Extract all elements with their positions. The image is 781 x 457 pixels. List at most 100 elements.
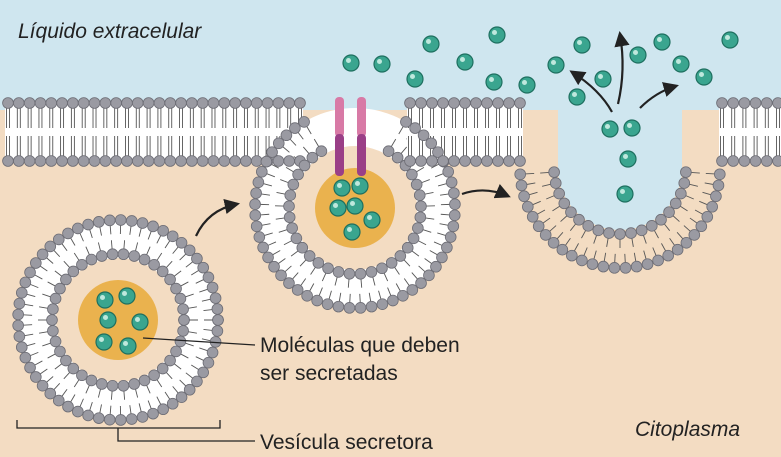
lipid-tail — [525, 173, 534, 174]
lipid-tail — [625, 254, 626, 263]
fused-vesicle-open-lumen — [558, 100, 682, 230]
molecule-highlight — [122, 291, 127, 296]
fused-lipid-head-outer — [557, 244, 568, 255]
docked-lipid-head-inner — [297, 242, 308, 253]
lipid-head-outer — [219, 98, 230, 109]
vesicle-lipid-head-inner — [50, 336, 61, 347]
molecule-highlight — [623, 154, 628, 159]
docked-lipid-head-outer — [450, 199, 461, 210]
lipid-head-outer — [3, 98, 14, 109]
docked-lipid-head-inner — [395, 251, 406, 262]
vesicle-lipid-head-inner — [178, 325, 189, 336]
lipid-head-inner — [493, 156, 504, 167]
lipid-head-inner — [482, 156, 493, 167]
label-molecules-line2: ser secretadas — [260, 362, 398, 385]
molecule — [654, 34, 670, 50]
fused-lipid-head-outer — [653, 255, 664, 266]
molecule-highlight — [699, 72, 704, 77]
fused-lipid-head-outer — [681, 237, 692, 248]
fused-lipid-head-outer — [515, 169, 526, 180]
fused-lipid-head-outer — [714, 169, 725, 180]
lipid-head-outer — [67, 98, 78, 109]
docked-lipid-head-outer — [254, 232, 265, 243]
lipid-head-inner — [471, 156, 482, 167]
vesicle-lipid-head-outer — [83, 410, 94, 421]
vesicle-lipid-head-inner — [178, 304, 189, 315]
vesicle-lipid-head-outer — [14, 298, 25, 309]
molecule-highlight — [426, 39, 431, 44]
docked-lipid-head-outer — [250, 199, 261, 210]
lipid-head-inner — [67, 156, 78, 167]
docked-lipid-head-inner — [377, 263, 388, 274]
molecule-highlight — [355, 181, 360, 186]
lipid-head-outer — [460, 98, 471, 109]
fused-lipid-head-outer — [540, 230, 551, 241]
lipid-head-inner — [750, 156, 761, 167]
molecule-highlight — [676, 59, 681, 64]
lipid-head-outer — [154, 98, 165, 109]
molecule — [595, 71, 611, 87]
vesicle-lipid-head-outer — [63, 401, 74, 412]
lipid-head-outer — [262, 98, 273, 109]
fused-lipid-head-outer — [689, 230, 700, 241]
lipid-head-inner — [176, 156, 187, 167]
extracellular-fluid-region — [0, 0, 781, 110]
molecule — [548, 57, 564, 73]
vesicle-lipid-head-outer — [63, 228, 74, 239]
lipid-head-outer — [515, 98, 526, 109]
lipid-head-inner — [427, 156, 438, 167]
fused-lipid-head-inner — [583, 220, 594, 231]
lipid-head-inner — [230, 156, 241, 167]
lipid-head-inner — [132, 156, 143, 167]
molecule-highlight — [605, 124, 610, 129]
docked-lipid-head-outer — [292, 285, 303, 296]
vesicle-lipid-head-outer — [25, 267, 36, 278]
lipid-head-outer — [416, 98, 427, 109]
molecule — [330, 200, 346, 216]
vesicle-lipid-head-outer — [137, 412, 148, 423]
lipid-head-inner — [89, 156, 100, 167]
molecule-highlight — [346, 58, 351, 63]
fused-lipid-head-outer — [533, 221, 544, 232]
fused-lipid-head-outer — [522, 201, 533, 212]
docked-lipid-head-inner — [344, 268, 355, 279]
fused-lipid-head-outer — [663, 250, 674, 261]
docked-lipid-head-outer — [267, 147, 278, 158]
molecule — [119, 288, 135, 304]
vesicle-lipid-head-outer — [13, 309, 24, 320]
lipid-head-inner — [219, 156, 230, 167]
molecule — [486, 74, 502, 90]
molecule — [132, 314, 148, 330]
docked-lipid-head-inner — [414, 190, 425, 201]
docked-lipid-head-inner — [316, 146, 327, 157]
fused-lipid-head-outer — [519, 191, 530, 202]
docked-lipid-head-inner — [416, 201, 427, 212]
lipid-head-outer — [132, 98, 143, 109]
vesicle-lipid-head-outer — [53, 234, 64, 245]
fused-lipid-head-outer — [598, 261, 609, 272]
fused-lipid-head-outer — [516, 180, 527, 191]
fused-lipid-head-outer — [609, 262, 620, 273]
label-cytoplasm: Citoplasma — [635, 418, 740, 441]
docked-lipid-head-outer — [261, 156, 272, 167]
molecule — [673, 56, 689, 72]
vesicle-lipid-head-inner — [48, 325, 59, 336]
docked-lipid-head-outer — [269, 261, 280, 272]
molecule-highlight — [633, 50, 638, 55]
molecule — [97, 292, 113, 308]
vesicle-lipid-head-inner — [48, 304, 59, 315]
molecule — [334, 180, 350, 196]
vesicle-lipid-head-inner — [175, 293, 186, 304]
lipid-tail — [706, 173, 715, 174]
molecule-highlight — [522, 80, 527, 85]
lipid-head-outer — [122, 98, 133, 109]
fused-lipid-head-inner — [554, 188, 565, 199]
fused-lipid-head-outer — [672, 244, 683, 255]
lipid-head-outer — [186, 98, 197, 109]
docked-lipid-head-inner — [307, 152, 318, 163]
molecule — [344, 224, 360, 240]
lipid-head-outer — [284, 98, 295, 109]
docked-lipid-head-inner — [287, 223, 298, 234]
molecule-highlight — [551, 60, 556, 65]
fused-lipid-head-outer — [587, 259, 598, 270]
